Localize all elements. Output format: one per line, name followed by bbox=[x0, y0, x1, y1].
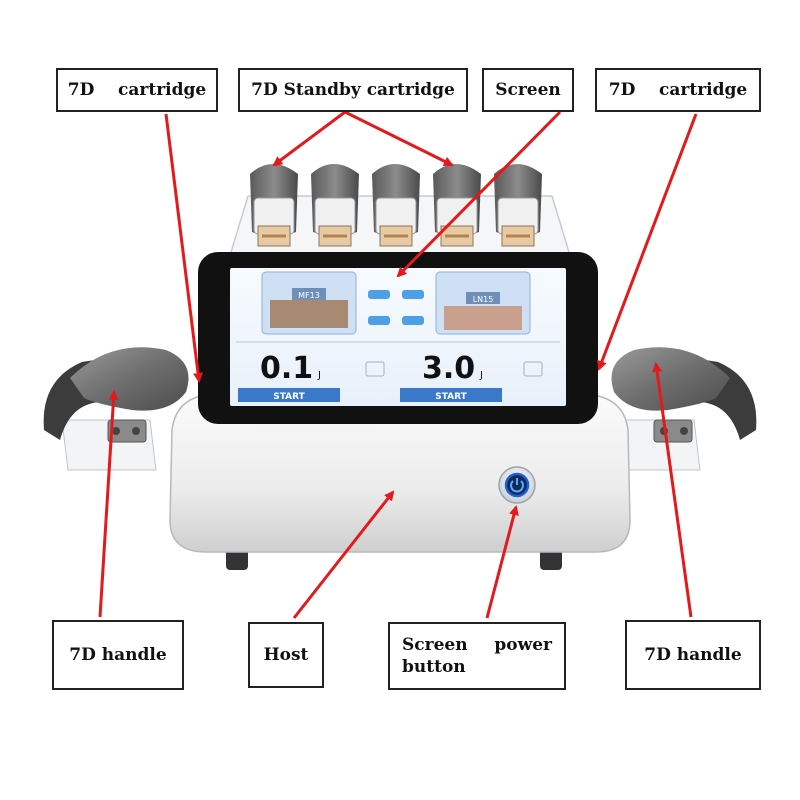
right-cartridge-tag: LN15 bbox=[473, 295, 494, 304]
screen-mode-button-4[interactable] bbox=[402, 316, 424, 325]
cartridge-3 bbox=[372, 164, 420, 247]
label-screen: Screen bbox=[482, 68, 574, 112]
right-start-label: START bbox=[435, 392, 467, 402]
left-handle bbox=[43, 347, 189, 471]
label-text: button bbox=[402, 657, 466, 677]
arrow-host bbox=[292, 490, 395, 619]
arrow-left-cartridge bbox=[164, 113, 203, 383]
right-handle bbox=[605, 347, 757, 471]
right-energy-value: 3.0 bbox=[422, 351, 475, 386]
label-7d-handle-right: 7D handle bbox=[625, 620, 761, 690]
arrow-standby-right bbox=[344, 110, 454, 167]
label-text: Screen bbox=[402, 635, 468, 655]
screen-ui: MF13 LN15 0.1 J 3.0 J START START bbox=[236, 271, 560, 402]
label-host: Host bbox=[248, 622, 324, 688]
label-text: 7D cartridge bbox=[608, 80, 748, 100]
power-button[interactable] bbox=[498, 466, 536, 504]
label-7d-cartridge-left: 7D cartridge bbox=[56, 68, 218, 112]
arrow-right-handle bbox=[652, 362, 693, 618]
label-screen-power-button: Screen power button bbox=[388, 622, 566, 690]
standby-cartridges bbox=[250, 164, 542, 247]
left-start-button[interactable] bbox=[238, 388, 340, 402]
right-start-button[interactable] bbox=[400, 388, 502, 402]
cartridge-2 bbox=[311, 164, 359, 247]
label-text: 7D cartridge bbox=[67, 80, 207, 100]
label-text: 7D Standby cartridge bbox=[251, 80, 455, 100]
left-cartridge-tag: MF13 bbox=[298, 291, 320, 300]
label-row: button bbox=[402, 656, 552, 678]
label-text: Host bbox=[263, 645, 309, 665]
label-7d-standby-cartridge: 7D Standby cartridge bbox=[238, 68, 468, 112]
screen-mode-button-2[interactable] bbox=[368, 316, 390, 325]
screen-mode-button-1[interactable] bbox=[368, 290, 390, 299]
arrow-screen bbox=[396, 110, 562, 278]
label-text: 7D handle bbox=[69, 645, 167, 665]
arrow-power-button bbox=[485, 505, 519, 619]
label-row: Screen power bbox=[402, 634, 552, 656]
right-energy-unit: J bbox=[479, 370, 483, 381]
left-energy-value: 0.1 bbox=[260, 351, 313, 386]
cartridge-5 bbox=[494, 164, 542, 247]
annotation-arrows bbox=[98, 110, 698, 619]
arrow-right-cartridge bbox=[597, 113, 698, 371]
screen-mode-button-3[interactable] bbox=[402, 290, 424, 299]
power-icon bbox=[510, 478, 524, 493]
label-7d-cartridge-right: 7D cartridge bbox=[595, 68, 761, 112]
left-start-label: START bbox=[273, 392, 305, 402]
label-text: power bbox=[494, 635, 552, 655]
left-energy-unit: J bbox=[317, 370, 321, 381]
arrow-left-handle bbox=[98, 390, 119, 618]
label-text: 7D handle bbox=[644, 645, 742, 665]
cartridge-1 bbox=[250, 164, 298, 247]
arrow-standby-left bbox=[272, 110, 346, 167]
label-text: Screen bbox=[495, 80, 561, 100]
label-7d-handle-left: 7D handle bbox=[52, 620, 184, 690]
